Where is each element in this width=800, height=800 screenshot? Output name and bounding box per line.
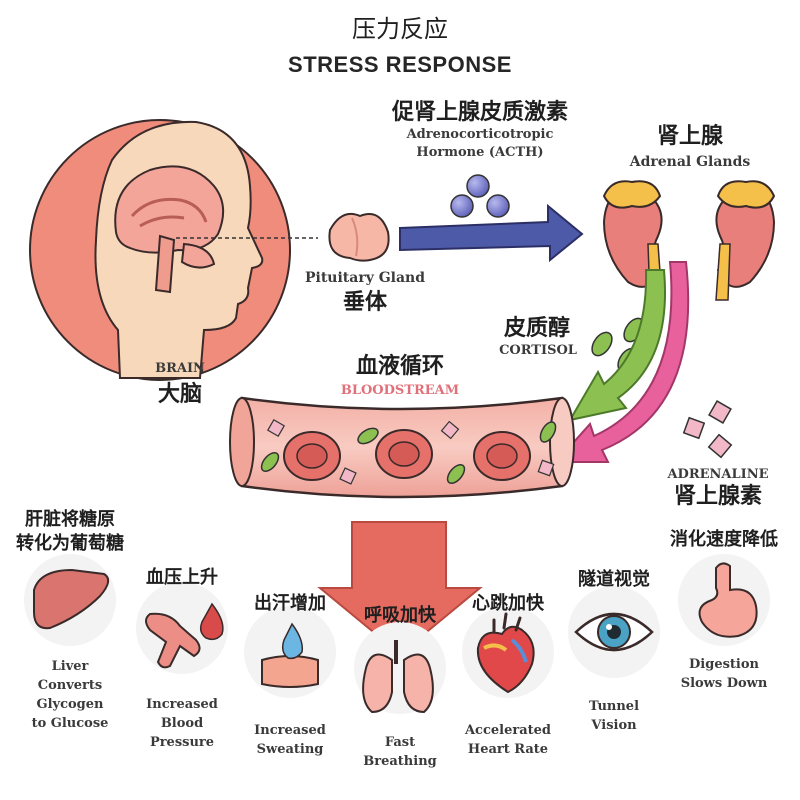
brain-head-illustration <box>29 119 318 381</box>
brain-shape <box>114 165 225 254</box>
breathing-label-chinese: 呼吸加快 <box>364 605 436 626</box>
heart-rate-label-english: Accelerated Heart Rate <box>464 723 552 757</box>
tunnel-vision-label-chinese: 隧道视觉 <box>578 569 650 590</box>
title-chinese: 压力反应 <box>352 15 448 43</box>
brain-label-chinese: 大脑 <box>157 382 202 407</box>
eye-icon <box>574 612 654 652</box>
digestion-label-english: Digestion Slows Down <box>680 657 768 691</box>
pituitary-label-english: Pituitary Gland <box>304 270 426 286</box>
sweat-skin-icon <box>261 622 319 688</box>
blood-drop-icon <box>199 602 224 641</box>
cortisol-label-english: CORTISOL <box>499 343 577 358</box>
vessel-adrenaline-cubes <box>266 418 555 485</box>
effects-down-arrow <box>317 521 483 656</box>
blood-vessel-icon <box>145 602 224 669</box>
left-adrenal-gland <box>602 180 662 209</box>
red-blood-cells <box>283 429 531 481</box>
adrenal-glands-illustration <box>602 180 776 301</box>
pituitary-gland-illustration <box>328 212 390 262</box>
liver-label-chinese-line2: 转化为葡萄糖 <box>16 533 124 554</box>
sweating-label-chinese: 出汗增加 <box>254 593 326 614</box>
sweat-drop-icon <box>281 622 304 660</box>
breathing-label-english: Fast Breathing <box>363 735 437 769</box>
liver-icon <box>33 568 110 630</box>
right-kidney <box>715 188 776 288</box>
lungs-icon <box>362 640 434 714</box>
adrenaline-molecules <box>682 400 733 459</box>
bloodstream-vessel <box>229 396 575 499</box>
digestion-label-chinese: 消化速度降低 <box>670 529 778 550</box>
heart-rate-label-chinese: 心跳加快 <box>472 593 544 614</box>
brain-stem <box>154 234 176 294</box>
sweating-label-english: Increased Sweating <box>254 723 326 757</box>
heart-icon <box>476 612 535 694</box>
acth-label-english-line2: Hormone (ACTH) <box>416 145 544 160</box>
stomach-icon <box>698 562 758 638</box>
adrenal-label-chinese: 肾上腺 <box>656 124 723 149</box>
cerebellum <box>180 242 216 269</box>
adrenaline-label-english: ADRENALINE <box>667 467 769 482</box>
acth-label-english-line1: Adrenocorticotropic <box>406 127 554 142</box>
vessel-cortisol-capsules <box>260 421 557 485</box>
acth-label-chinese: 促肾上腺皮质激素 <box>391 100 568 125</box>
brain-label-english: BRAIN <box>155 361 205 376</box>
bloodstream-label-english: BLOODSTREAM <box>340 383 460 398</box>
adrenaline-label-chinese: 肾上腺素 <box>673 484 762 509</box>
tunnel-vision-label-english: Tunnel Vision <box>588 699 640 733</box>
blood-pressure-label-english: Increased Blood Pressure <box>146 697 218 750</box>
liver-label-chinese-line1: 肝脏将糖原 <box>25 509 115 530</box>
liver-label-english: Liver Converts Glycogen to Glucose <box>31 659 109 731</box>
right-adrenal-gland <box>716 180 776 209</box>
bloodstream-label-chinese: 血液循环 <box>355 354 444 379</box>
title-english: STRESS RESPONSE <box>288 52 512 77</box>
acth-molecules <box>450 174 510 218</box>
pituitary-label-chinese: 垂体 <box>342 290 387 315</box>
blood-pressure-label-chinese: 血压上升 <box>146 567 218 588</box>
acth-arrow <box>399 203 584 263</box>
cortisol-label-chinese: 皮质醇 <box>503 316 570 341</box>
adrenal-label-english: Adrenal Glands <box>629 154 751 170</box>
